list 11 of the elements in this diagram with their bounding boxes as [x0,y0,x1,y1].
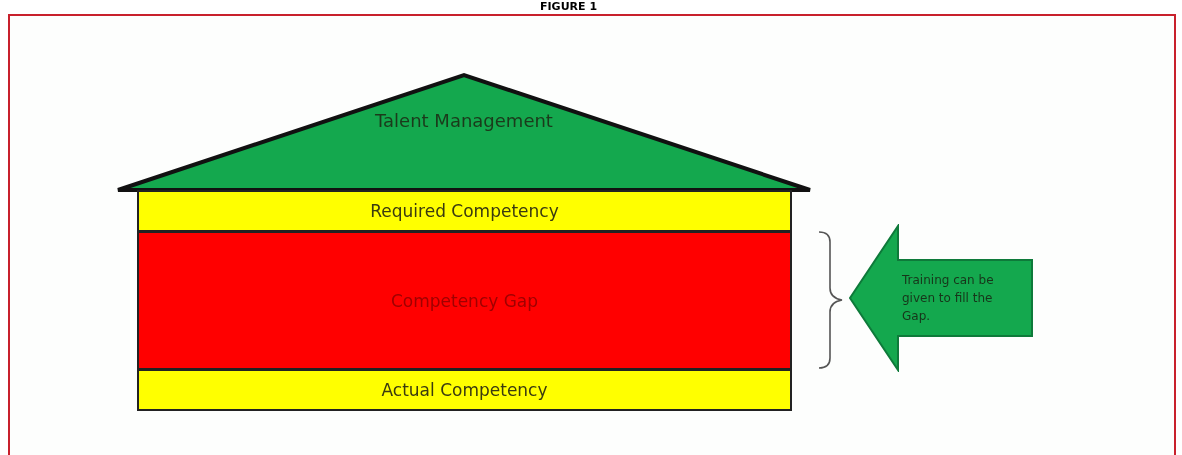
roof-triangle [116,72,812,192]
node-label: Training can be given to fill the Gap. [902,272,995,325]
node-label: Actual Competency [381,380,548,400]
left-arrow-shape [848,224,1034,372]
node-label: Competency Gap [390,290,539,311]
node-label: Talent Management [375,110,553,131]
competency-gap-band [137,231,792,370]
node-label: Required Competency [370,201,559,221]
required-competency-band [137,190,792,232]
figure-title: FIGURE 1 [540,0,598,13]
actual-competency-band [137,369,792,411]
